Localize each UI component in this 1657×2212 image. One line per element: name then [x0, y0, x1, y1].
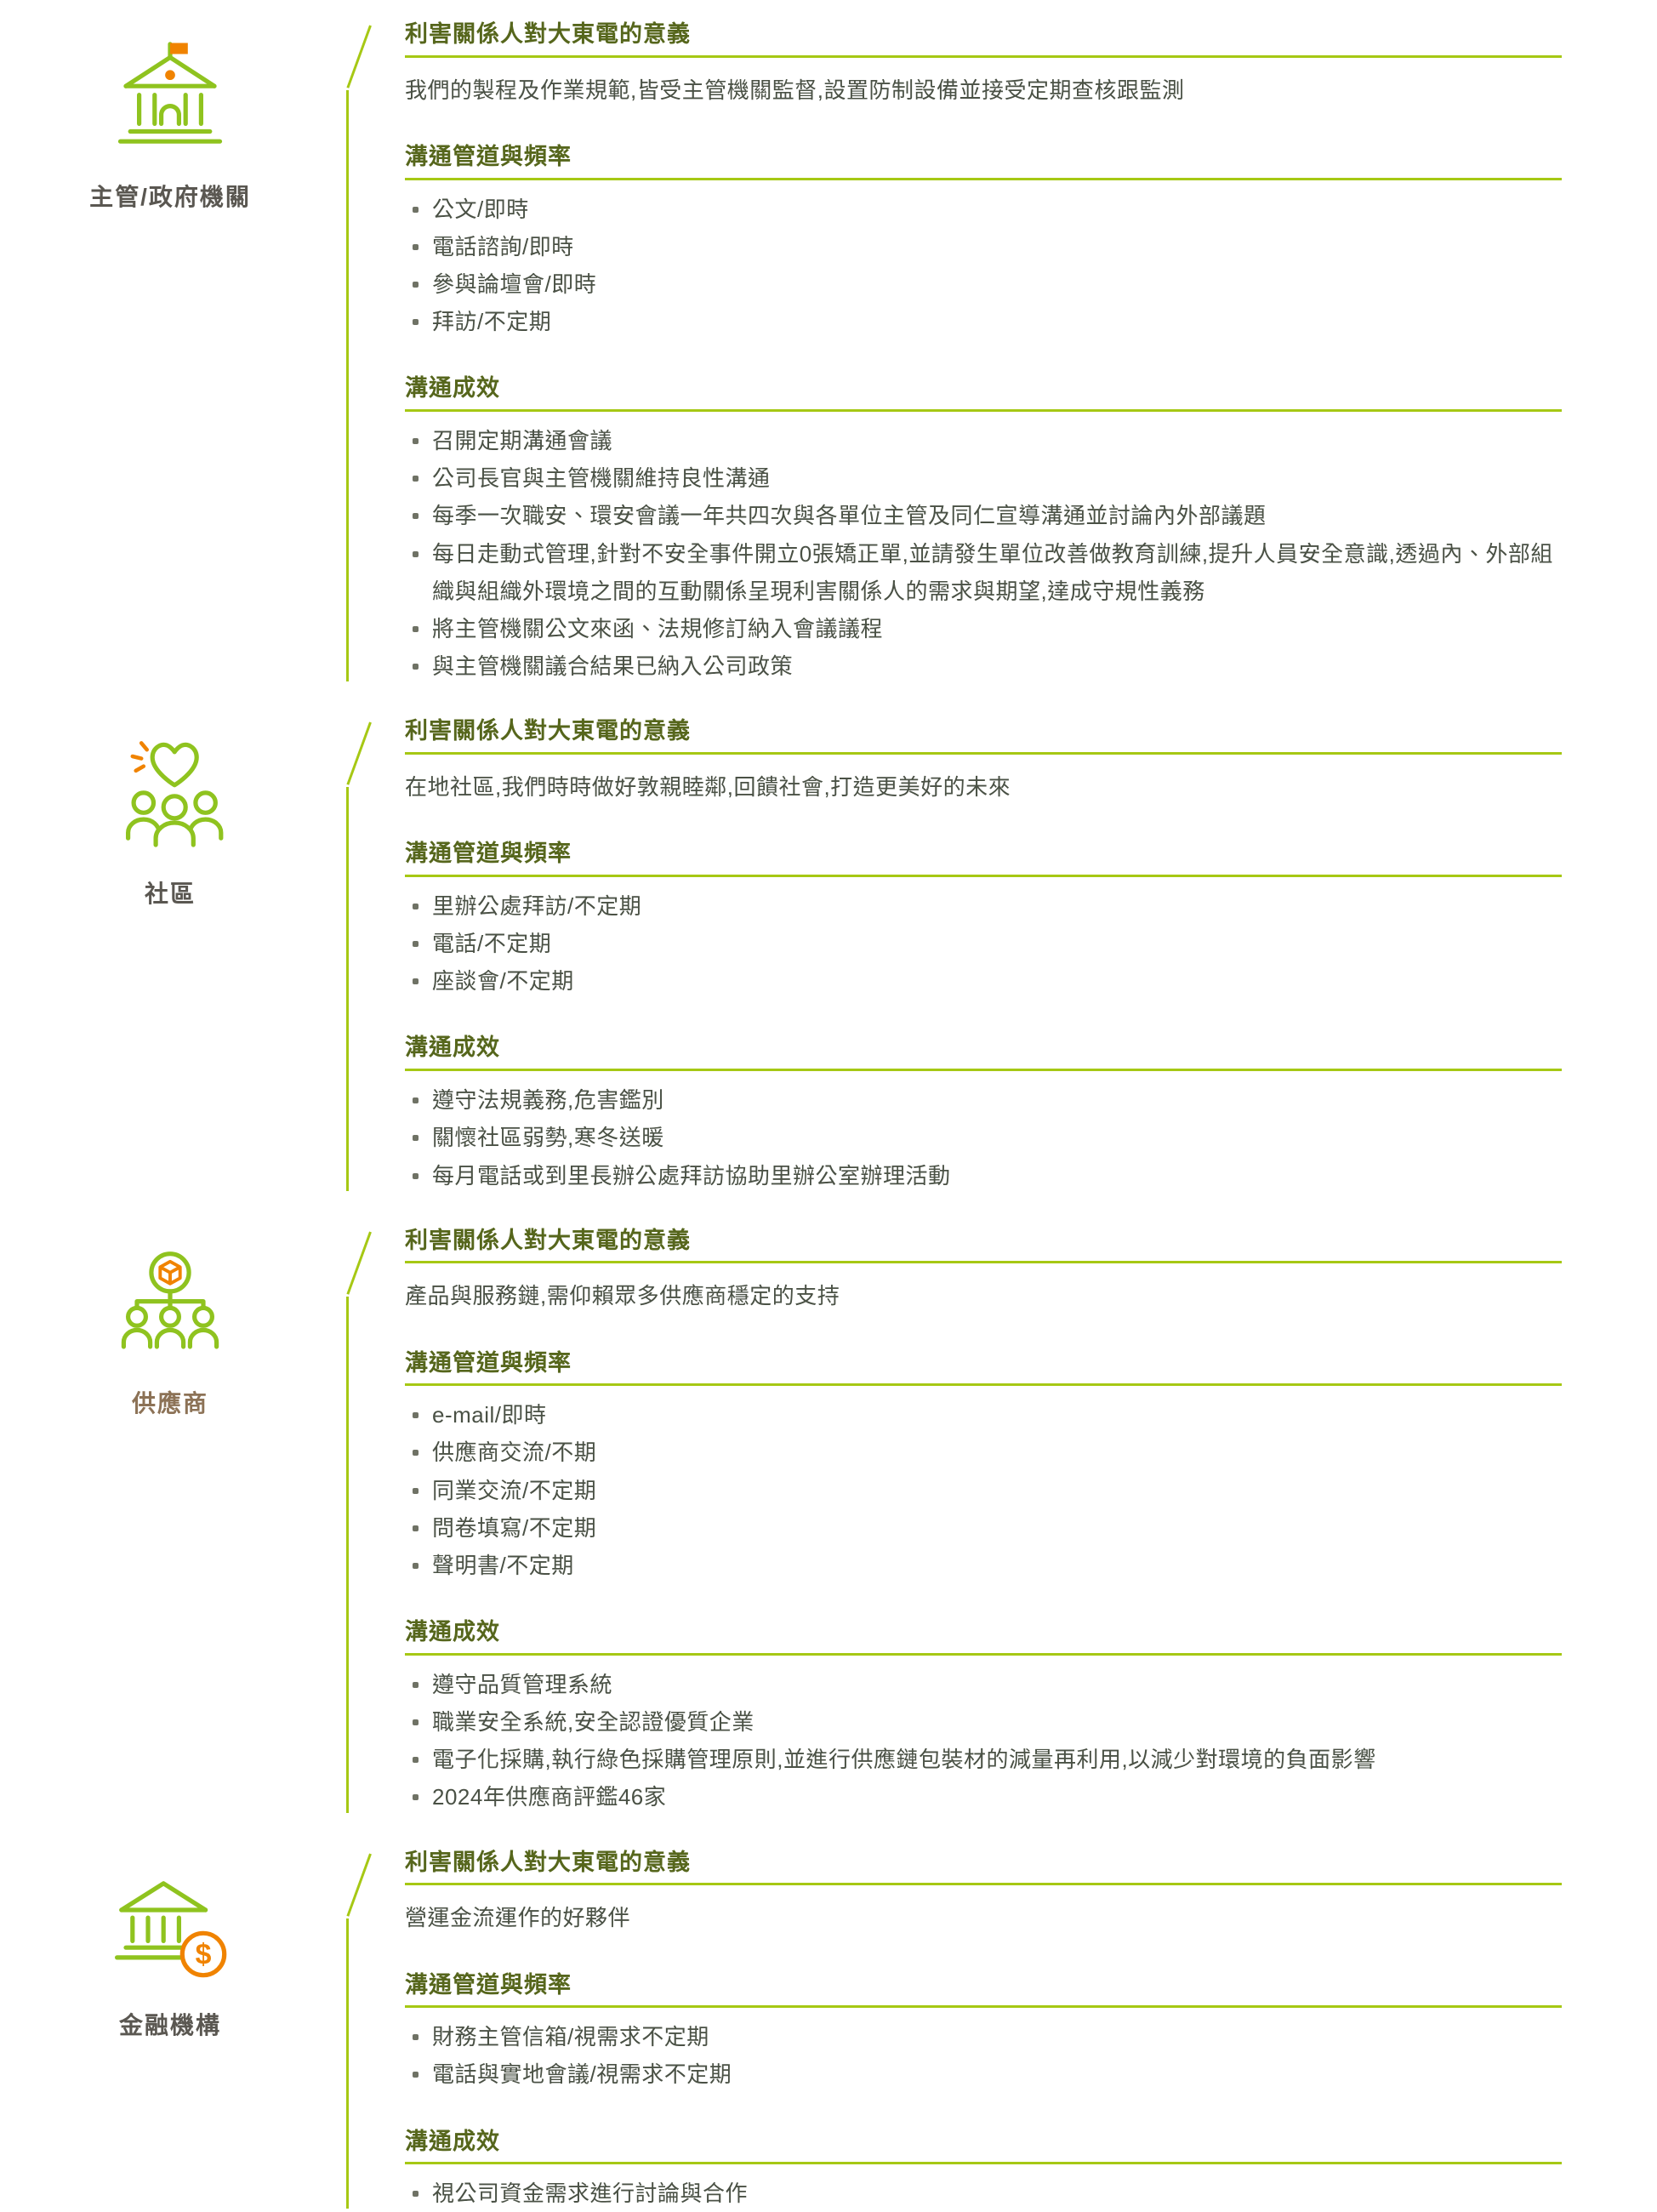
- header-rule: [405, 2162, 1562, 2165]
- header-rule: [405, 874, 1562, 877]
- meaning-title: 利害關係人對大東電的意義: [405, 1227, 691, 1253]
- bullet-item: 公文/即時: [405, 191, 1562, 228]
- results-list: 視公司資金需求進行討論與合作: [405, 2175, 1562, 2212]
- header-rule: [405, 1069, 1562, 1072]
- results-list: 遵守法規義務,危害鑑別關懷社區弱勢,寒冬送暖每月電話或到里長辦公處拜訪協助里辦公…: [405, 1081, 1562, 1194]
- meaning-text: 在地社區,我們時時做好敦親睦鄰,回饋社會,打造更美好的未來: [405, 774, 1011, 800]
- stakeholder-section-supplier: 供應商 利害關係人對大東電的意義 產品與服務鏈,需仰賴眾多供應商穩定的支持 溝通…: [0, 1227, 1657, 1816]
- header-rule: [405, 177, 1562, 180]
- section-content: 利害關係人對大東電的意義 我們的製程及作業規範,皆受主管機關監督,設置防制設備並…: [340, 21, 1657, 685]
- divider-line: [346, 1296, 349, 1813]
- bullet-item: 聲明書/不定期: [405, 1547, 1562, 1584]
- bullet-item: 與主管機關議合結果已納入公司政策: [405, 647, 1562, 685]
- stakeholder-section-government: 主管/政府機關 利害關係人對大東電的意義 我們的製程及作業規範,皆受主管機關監督…: [0, 21, 1657, 685]
- bullet-item: 電子化採購,執行綠色採購管理原則,並進行供應鏈包裝材的減量再利用,以減少對環境的…: [405, 1741, 1562, 1778]
- section-content: 利害關係人對大東電的意義 營運金流運作的好夥伴 溝通管道與頻率 財務主管信箱/視…: [340, 1850, 1657, 2212]
- bullet-item: 電話與實地會議/視需求不定期: [405, 2055, 1562, 2093]
- bullet-item: 遵守品質管理系統: [405, 1666, 1562, 1703]
- stakeholder-icon-block: 供應商: [0, 1229, 340, 1816]
- bullet-item: 供應商交流/不期: [405, 1434, 1562, 1471]
- stakeholder-section-financial: $ 金融機構 利害關係人對大東電的意義 營運金流運作的好夥伴 溝通管道與頻率 財…: [0, 1850, 1657, 2212]
- header-rule: [405, 409, 1562, 412]
- channels-title: 溝通管道與頻率: [405, 841, 572, 867]
- section-content: 利害關係人對大東電的意義 產品與服務鏈,需仰賴眾多供應商穩定的支持 溝通管道與頻…: [340, 1227, 1657, 1816]
- bullet-item: 關懷社區弱勢,寒冬送暖: [405, 1119, 1562, 1156]
- meaning-title: 利害關係人對大東電的意義: [405, 718, 691, 744]
- stakeholder-label: 供應商: [131, 1389, 208, 1417]
- bullet-item: e-mail/即時: [405, 1396, 1562, 1434]
- meaning-text: 產品與服務鏈,需仰賴眾多供應商穩定的支持: [405, 1283, 840, 1309]
- bullet-item: 電話/不定期: [405, 925, 1562, 962]
- bullet-item: 座談會/不定期: [405, 962, 1562, 1000]
- bullet-item: 同業交流/不定期: [405, 1472, 1562, 1509]
- bullet-item: 職業安全系統,安全認證優質企業: [405, 1703, 1562, 1741]
- divider-line: [346, 1918, 349, 2209]
- results-title: 溝通成效: [405, 1619, 500, 1645]
- divider-line: [346, 90, 349, 682]
- channels-list: e-mail/即時供應商交流/不期同業交流/不定期問卷填寫/不定期聲明書/不定期: [405, 1396, 1562, 1584]
- channels-title: 溝通管道與頻率: [405, 1971, 572, 1998]
- channels-list: 財務主管信箱/視需求不定期電話與實地會議/視需求不定期: [405, 2018, 1562, 2093]
- channels-title: 溝通管道與頻率: [405, 1349, 572, 1376]
- results-list: 遵守品質管理系統職業安全系統,安全認證優質企業電子化採購,執行綠色採購管理原則,…: [405, 1666, 1562, 1816]
- stakeholder-section-community: 社區 利害關係人對大東電的意義 在地社區,我們時時做好敦親睦鄰,回饋社會,打造更…: [0, 719, 1657, 1194]
- meaning-text: 我們的製程及作業規範,皆受主管機關監督,設置防制設備並接受定期查核跟監測: [405, 77, 1185, 103]
- bullet-item: 拜訪/不定期: [405, 303, 1562, 340]
- bullet-item: 2024年供應商評鑑46家: [405, 1778, 1562, 1816]
- channels-list: 公文/即時電話諮詢/即時參與論壇會/即時拜訪/不定期: [405, 191, 1562, 341]
- bullet-item: 問卷填寫/不定期: [405, 1509, 1562, 1547]
- community-people-heart-icon: [104, 734, 236, 867]
- supplier-network-icon: [104, 1244, 236, 1377]
- stakeholder-icon-block: $ 金融機構: [0, 1850, 340, 2212]
- bullet-item: 召開定期溝通會議: [405, 422, 1562, 459]
- bullet-item: 遵守法規義務,危害鑑別: [405, 1081, 1562, 1119]
- header-rule: [405, 1652, 1562, 1656]
- section-content: 利害關係人對大東電的意義 在地社區,我們時時做好敦親睦鄰,回饋社會,打造更美好的…: [340, 719, 1657, 1194]
- meaning-title: 利害關係人對大東電的意義: [405, 21, 691, 47]
- channels-title: 溝通管道與頻率: [405, 143, 572, 169]
- results-list: 召開定期溝通會議公司長官與主管機關維持良性溝通每季一次職安、環安會議一年共四次與…: [405, 422, 1562, 685]
- bullet-item: 每月電話或到里長辦公處拜訪協助里辦公室辦理活動: [405, 1157, 1562, 1194]
- bullet-item: 參與論壇會/即時: [405, 265, 1562, 303]
- header-rule: [405, 752, 1562, 755]
- header-rule: [405, 2005, 1562, 2009]
- bullet-item: 將主管機關公文來函、法規修訂納入會議議程: [405, 610, 1562, 647]
- stakeholder-icon-block: 主管/政府機關: [0, 22, 340, 685]
- government-building-icon: [104, 37, 236, 170]
- bullet-item: 視公司資金需求進行討論與合作: [405, 2175, 1562, 2212]
- results-title: 溝通成效: [405, 2128, 500, 2154]
- svg-text:$: $: [196, 1938, 212, 1970]
- header-rule: [405, 1261, 1562, 1264]
- bank-dollar-icon: $: [104, 1866, 236, 1998]
- meaning-title: 利害關係人對大東電的意義: [405, 1849, 691, 1875]
- bullet-item: 每日走動式管理,針對不安全事件開立0張矯正單,並請發生單位改善做教育訓練,提升人…: [405, 535, 1562, 610]
- bullet-item: 公司長官與主管機關維持良性溝通: [405, 459, 1562, 497]
- stakeholder-label: 社區: [144, 881, 196, 908]
- bullet-item: 里辦公處拜訪/不定期: [405, 887, 1562, 925]
- bullet-item: 財務主管信箱/視需求不定期: [405, 2018, 1562, 2055]
- meaning-text: 營運金流運作的好夥伴: [405, 1905, 631, 1931]
- bullet-item: 每季一次職安、環安會議一年共四次與各單位主管及同仁宣導溝通並討論內外部議題: [405, 497, 1562, 534]
- divider-line: [346, 787, 349, 1191]
- header-rule: [405, 1383, 1562, 1387]
- channels-list: 里辦公處拜訪/不定期電話/不定期座談會/不定期: [405, 887, 1562, 1001]
- bullet-item: 電話諮詢/即時: [405, 228, 1562, 265]
- results-title: 溝通成效: [405, 1035, 500, 1061]
- header-rule: [405, 1883, 1562, 1886]
- results-title: 溝通成效: [405, 375, 500, 402]
- stakeholder-icon-block: 社區: [0, 719, 340, 1194]
- stakeholder-label: 主管/政府機關: [89, 184, 251, 210]
- stakeholder-label: 金融機構: [118, 2011, 221, 2038]
- stakeholder-engagement-table: 主管/政府機關 利害關係人對大東電的意義 我們的製程及作業規範,皆受主管機關監督…: [0, 21, 1657, 2212]
- header-rule: [405, 54, 1562, 58]
